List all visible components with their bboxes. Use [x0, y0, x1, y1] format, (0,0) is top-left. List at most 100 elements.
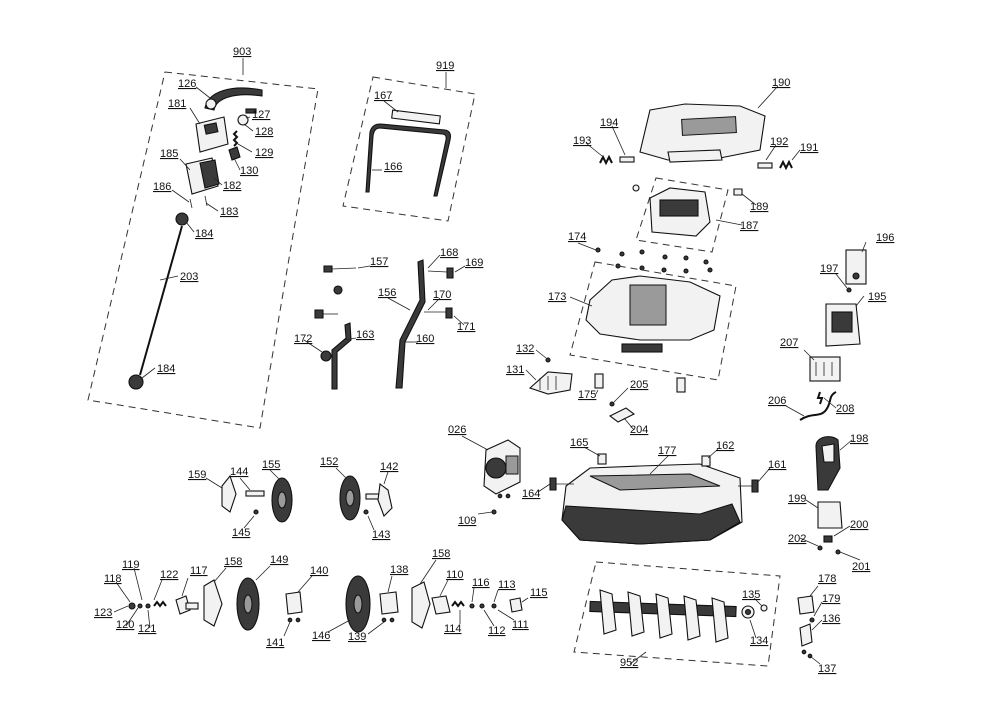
label-109: 109 — [458, 515, 476, 527]
label-120: 120 — [116, 619, 134, 631]
leader-198 — [839, 439, 853, 451]
label-156: 156 — [378, 287, 396, 299]
knob-157 — [323, 265, 357, 273]
label-146: 146 — [312, 630, 330, 642]
label-129: 129 — [255, 147, 273, 159]
knob-164 — [549, 477, 574, 491]
label-161: 161 — [768, 459, 786, 471]
label-208: 208 — [836, 403, 854, 415]
leader-149 — [255, 565, 271, 581]
label-919: 919 — [436, 60, 454, 72]
wheel-149-hub — [243, 594, 253, 614]
knob-left-2 — [314, 309, 338, 319]
leader-141 — [283, 621, 291, 637]
hubcap-158b — [411, 581, 431, 629]
cap-115 — [509, 597, 523, 613]
leader-140 — [297, 575, 313, 593]
screw-row — [595, 247, 713, 274]
pin-192 — [757, 162, 773, 169]
leader-109 — [477, 511, 493, 515]
label-162: 162 — [716, 440, 734, 452]
label-130: 130 — [240, 165, 258, 177]
leader-184b — [141, 367, 156, 379]
label-138: 138 — [390, 564, 408, 576]
spring — [232, 130, 239, 147]
leader-187 — [715, 219, 743, 226]
washer-123 — [128, 602, 136, 610]
cable-nut-top — [175, 212, 189, 226]
label-155: 155 — [262, 459, 280, 471]
label-182: 182 — [223, 180, 241, 192]
label-196: 196 — [876, 232, 894, 244]
label-174: 174 — [568, 231, 586, 243]
switch-button — [203, 122, 219, 135]
leader-026 — [461, 435, 489, 451]
terminal-block — [809, 356, 841, 382]
screw-205 — [609, 401, 615, 407]
clip-part — [228, 146, 241, 161]
screw-197 — [846, 287, 852, 293]
leader-207 — [803, 349, 815, 361]
leader-167 — [383, 100, 399, 113]
pin-194 — [619, 156, 635, 163]
label-123: 123 — [94, 607, 112, 619]
label-122: 122 — [160, 569, 178, 581]
label-131: 131 — [506, 364, 524, 376]
bracket-131 — [528, 371, 573, 395]
leader-200 — [833, 525, 851, 537]
label-201: 201 — [852, 561, 870, 573]
hub-117-shaft — [185, 602, 199, 610]
leader-179 — [813, 601, 823, 617]
screw-145 — [253, 509, 259, 515]
group-frame-903 — [87, 71, 319, 429]
label-181: 181 — [168, 98, 186, 110]
leader-161 — [757, 467, 771, 483]
label-206: 206 — [768, 395, 786, 407]
leader-142 — [383, 471, 389, 485]
knob-169 — [427, 267, 454, 279]
label-173: 173 — [548, 291, 566, 303]
label-169: 169 — [465, 257, 483, 269]
leader-136 — [811, 619, 823, 631]
label-128: 128 — [255, 126, 273, 138]
leader-122 — [153, 579, 163, 601]
leader-113 — [493, 589, 499, 603]
bracket-138 — [379, 591, 399, 615]
leader-144 — [239, 477, 251, 491]
label-165: 165 — [570, 437, 588, 449]
knob-171 — [424, 307, 453, 319]
top-cover-lip — [667, 149, 723, 163]
leader-178 — [809, 585, 819, 597]
label-179: 179 — [822, 593, 840, 605]
leader-197 — [835, 273, 848, 289]
clip-135 — [760, 604, 768, 612]
small-knob — [237, 114, 249, 126]
nut-172 — [320, 350, 332, 362]
leader-199 — [805, 499, 819, 509]
screw — [189, 198, 193, 209]
leader-172 — [303, 339, 323, 353]
leader-115 — [521, 597, 529, 603]
bracket-131-pins — [539, 376, 557, 390]
rotor-blades — [599, 589, 729, 643]
main-deck-front — [561, 503, 741, 545]
motor-face — [485, 457, 507, 479]
leader-162 — [707, 448, 719, 459]
handle-tube-right — [395, 259, 426, 389]
label-170: 170 — [433, 289, 451, 301]
label-140: 140 — [310, 565, 328, 577]
label-112: 112 — [488, 625, 506, 637]
label-200: 200 — [850, 519, 868, 531]
leader-155 — [269, 469, 281, 481]
screw-109 — [491, 509, 497, 515]
label-111: 111 — [512, 619, 529, 631]
part-113 — [491, 603, 497, 609]
leader-952 — [629, 651, 647, 665]
label-158b: 158 — [432, 548, 450, 560]
leader-112 — [483, 609, 495, 627]
part-189 — [733, 188, 743, 196]
bracket-140 — [285, 591, 303, 615]
label-952: 952 — [620, 657, 638, 669]
bearing-134-inner — [744, 608, 752, 616]
